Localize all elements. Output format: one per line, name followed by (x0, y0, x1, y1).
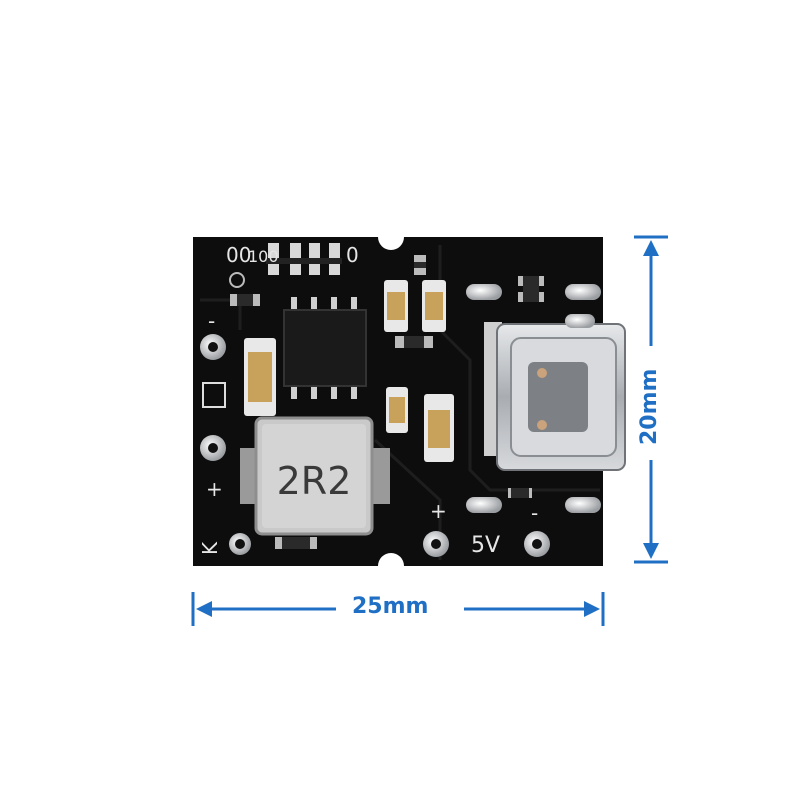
dimension-width (191, 592, 605, 626)
label-plus-out: + (430, 499, 447, 523)
dimension-height (634, 235, 668, 564)
label-top-right: 0 (346, 243, 359, 267)
inductor: 2R2 (240, 416, 390, 536)
label-5v: 5V (471, 533, 500, 558)
label-top-mid: 100 (248, 247, 279, 266)
inductor-marking: 2R2 (277, 459, 352, 503)
height-dimension-label: 20mm (637, 368, 662, 445)
capacitors (244, 280, 454, 462)
width-dimension-label: 25mm (352, 594, 429, 619)
label-minus-out: - (531, 501, 538, 525)
label-k: K (198, 541, 222, 555)
label-minus-in: - (208, 309, 215, 333)
silkscreen: 00 100 0 - + K + - 5V (198, 243, 538, 558)
label-top-left: 00 (226, 243, 251, 267)
usb-c-connector (484, 322, 626, 471)
small-components (229, 255, 544, 549)
resistor-array (266, 243, 342, 275)
label-plus-in: + (206, 477, 223, 501)
ic-chip (283, 297, 367, 399)
mounting-slots (466, 284, 601, 513)
solder-pads (200, 334, 550, 557)
